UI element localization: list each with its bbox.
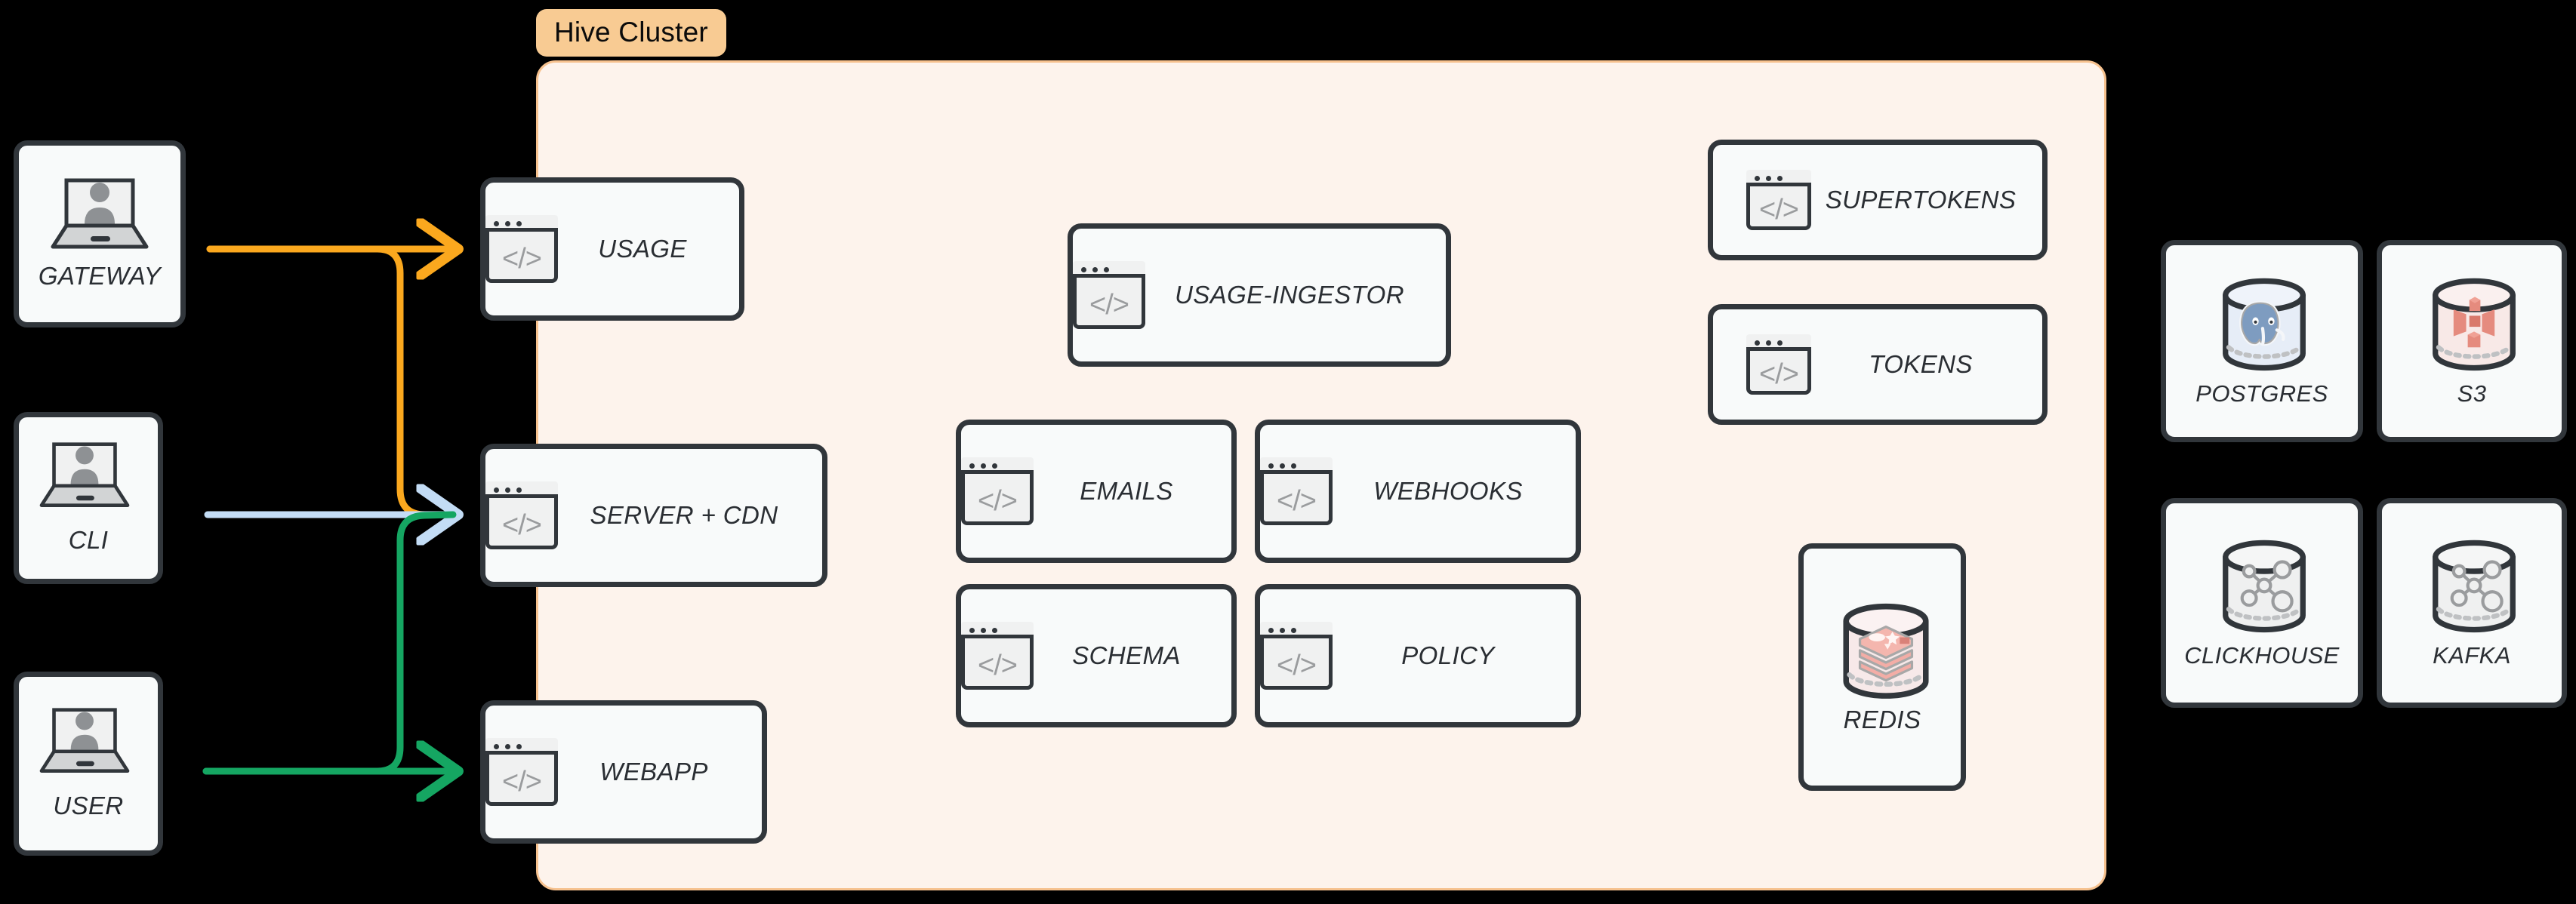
connector-user-server — [202, 511, 457, 775]
code-window-icon: </> — [485, 738, 558, 806]
datastore-label: S3 — [2457, 380, 2487, 407]
network-cylinder-icon — [2423, 537, 2521, 633]
service-card-webhooks[interactable]: </> WEBHOOKS — [1255, 420, 1581, 563]
service-label: USAGE — [598, 235, 687, 263]
code-glyph: </> — [502, 765, 542, 798]
postgres-cylinder-icon — [2213, 275, 2311, 371]
network-cylinder-icon — [2213, 537, 2311, 633]
datastore-card-clickhouse[interactable]: CLICKHOUSE — [2161, 498, 2363, 708]
service-card-supertokens[interactable]: </> SUPERTOKENS — [1708, 140, 2048, 260]
service-card-policy[interactable]: </> POLICY — [1255, 584, 1581, 727]
datastore-card-s3[interactable]: S3 — [2377, 240, 2567, 442]
datastore-card-postgres[interactable]: POSTGRES — [2161, 240, 2363, 442]
client-label: USER — [53, 792, 124, 819]
code-glyph: </> — [1089, 288, 1129, 321]
code-glyph: </> — [978, 484, 1018, 517]
code-glyph: </> — [1759, 358, 1799, 390]
service-card-schema[interactable]: </> SCHEMA — [956, 584, 1237, 727]
client-label: GATEWAY — [38, 262, 162, 290]
service-card-usage[interactable]: </> USAGE — [480, 177, 744, 321]
service-card-usage-ingestor[interactable]: </> USAGE-INGESTOR — [1068, 223, 1451, 367]
code-glyph: </> — [1759, 193, 1799, 226]
datastore-label: KAFKA — [2433, 642, 2511, 669]
code-glyph: </> — [1277, 484, 1317, 517]
datastore-label: POSTGRES — [2195, 380, 2328, 407]
service-label: TOKENS — [1869, 350, 1973, 378]
redis-cylinder-icon — [1833, 600, 1931, 699]
service-label: SCHEMA — [1072, 641, 1181, 669]
laptop-user-icon — [39, 441, 138, 517]
client-card-gateway[interactable]: GATEWAY — [14, 140, 186, 327]
client-card-user[interactable]: USER — [14, 672, 163, 856]
code-window-icon: </> — [1746, 334, 1811, 395]
code-window-icon: </> — [485, 481, 558, 549]
service-label: SUPERTOKENS — [1825, 186, 2017, 214]
code-window-icon: </> — [1746, 170, 1811, 230]
service-label: WEBHOOKS — [1373, 477, 1523, 505]
code-glyph: </> — [978, 649, 1018, 681]
code-glyph: </> — [502, 509, 542, 541]
code-window-icon: </> — [1260, 457, 1333, 525]
code-window-icon: </> — [485, 215, 558, 283]
connector-gateway-server — [206, 245, 457, 518]
datastore-card-redis[interactable]: REDIS — [1798, 543, 1966, 791]
service-label: SERVER + CDN — [590, 501, 778, 529]
service-label: USAGE-INGESTOR — [1175, 281, 1404, 309]
laptop-user-icon — [39, 707, 138, 783]
code-window-icon: </> — [1073, 261, 1145, 329]
client-label: CLI — [68, 526, 109, 554]
service-card-emails[interactable]: </> EMAILS — [956, 420, 1237, 563]
service-label: POLICY — [1401, 641, 1495, 669]
code-window-icon: </> — [961, 457, 1034, 525]
datastore-label: REDIS — [1843, 706, 1921, 733]
service-label: EMAILS — [1080, 477, 1173, 505]
service-card-tokens[interactable]: </> TOKENS — [1708, 304, 2048, 425]
service-card-webapp[interactable]: </> WEBAPP — [480, 700, 767, 844]
client-card-cli[interactable]: CLI — [14, 412, 163, 584]
s3-cylinder-icon — [2423, 275, 2521, 371]
service-label: WEBAPP — [599, 758, 708, 786]
hive-cluster-badge: Hive Cluster — [536, 9, 726, 57]
code-glyph: </> — [1277, 649, 1317, 681]
code-window-icon: </> — [961, 622, 1034, 690]
service-card-server-cdn[interactable]: </> SERVER + CDN — [480, 444, 827, 587]
datastore-card-kafka[interactable]: KAFKA — [2377, 498, 2567, 708]
code-glyph: </> — [502, 242, 542, 275]
laptop-user-icon — [50, 177, 149, 253]
code-window-icon: </> — [1260, 622, 1333, 690]
datastore-label: CLICKHOUSE — [2184, 642, 2340, 669]
